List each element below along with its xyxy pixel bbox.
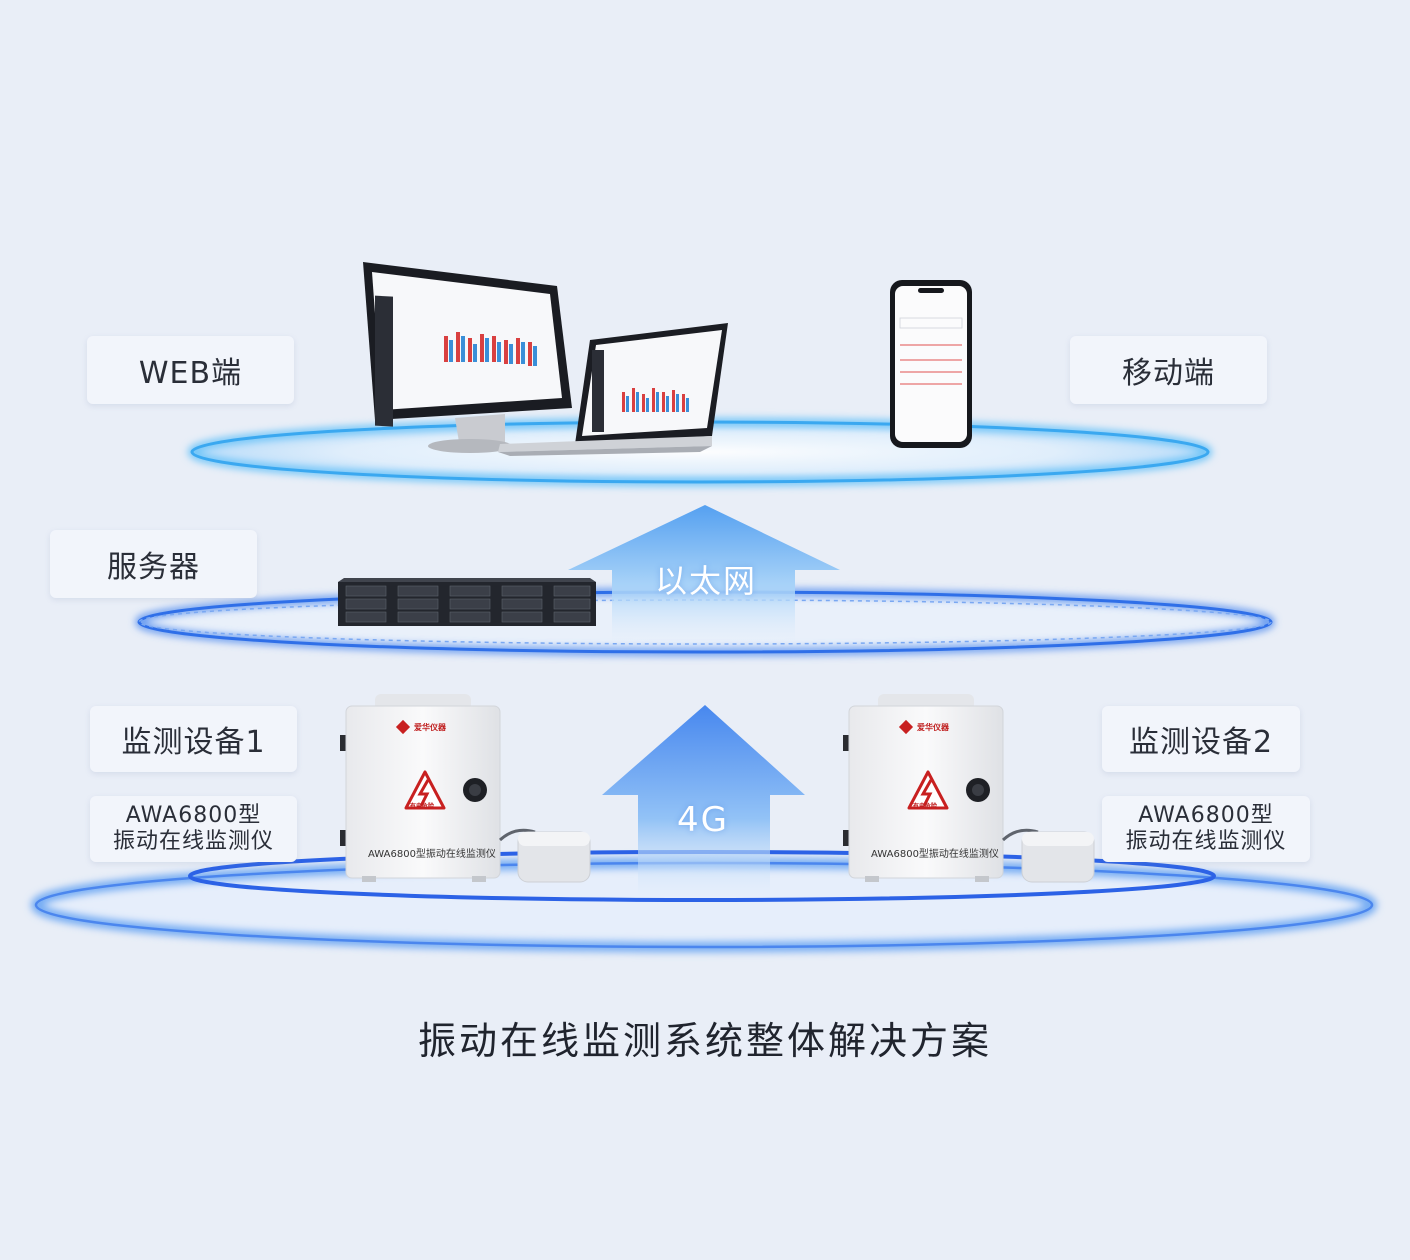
cellular-arrow xyxy=(602,705,805,895)
device-1-brand: 爱华仪器 xyxy=(414,723,446,732)
mobile-client-label: 移动端 xyxy=(1070,336,1267,404)
rack-server-image xyxy=(338,578,596,626)
device-1-model-label: AWA6800型 振动在线监测仪 xyxy=(90,796,297,862)
device-2-panel-text: AWA6800型振动在线监测仪 xyxy=(871,849,999,860)
laptop-image xyxy=(498,323,728,456)
device-1-model-name: AWA6800型 xyxy=(125,803,262,828)
diagram-caption: 振动在线监测系统整体解决方案 xyxy=(417,1019,992,1063)
device-1-warning-text: 有电危险 xyxy=(410,803,435,810)
device-1-label: 监测设备1 xyxy=(90,706,297,772)
monitoring-device-2-image xyxy=(843,694,1095,883)
ethernet-arrow xyxy=(568,505,840,640)
device-2-label: 监测设备2 xyxy=(1102,706,1300,772)
device-2-warning-text: 有电危险 xyxy=(913,803,938,810)
ethernet-label: 以太网 xyxy=(655,562,758,600)
device-2-brand: 爱华仪器 xyxy=(917,723,949,732)
monitoring-device-1-image xyxy=(340,694,591,883)
device-2-model-desc: 振动在线监测仪 xyxy=(1125,829,1287,854)
device-2-model-name: AWA6800型 xyxy=(1138,803,1274,828)
server-label: 服务器 xyxy=(50,530,257,598)
device-1-model-desc: 振动在线监测仪 xyxy=(112,829,274,854)
desktop-monitor-image xyxy=(363,262,572,453)
cellular-label: 4G xyxy=(677,800,729,840)
device-layer-ring xyxy=(31,850,1377,952)
web-client-label: WEB端 xyxy=(87,336,294,404)
device-1-panel-text: AWA6800型振动在线监测仪 xyxy=(368,849,496,860)
smartphone-image xyxy=(890,280,972,448)
device-2-model-label: AWA6800型 振动在线监测仪 xyxy=(1102,796,1310,862)
